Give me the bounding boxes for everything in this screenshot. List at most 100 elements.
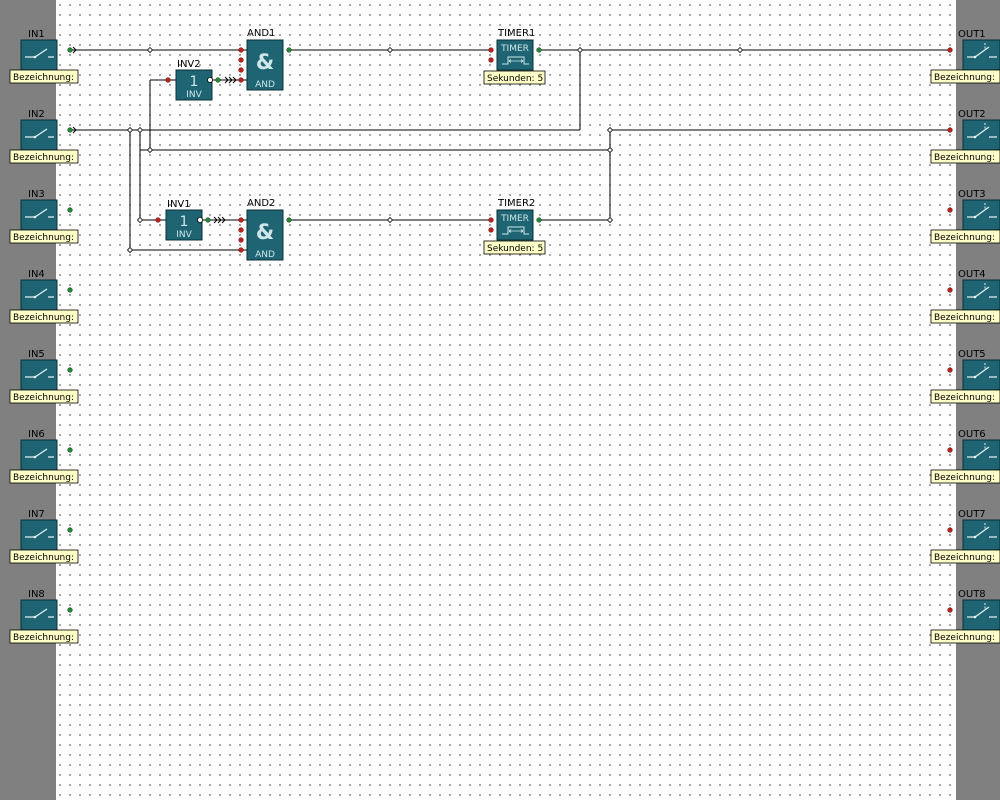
output-relay-block[interactable] (962, 199, 1000, 231)
output-relay-block[interactable] (962, 439, 1000, 471)
input-pin[interactable] (238, 47, 244, 53)
and-gate-body[interactable] (246, 209, 284, 261)
input-pin[interactable] (238, 227, 244, 233)
wire-layer (72, 46, 952, 254)
input-pin[interactable] (488, 57, 494, 63)
io-caption-box[interactable] (930, 469, 1000, 484)
io-caption-box[interactable] (9, 309, 79, 324)
input-pin[interactable] (155, 217, 161, 223)
block-type: AND (255, 250, 275, 260)
input-pin[interactable] (947, 607, 953, 613)
input-pin[interactable] (165, 77, 171, 83)
and-block-and2[interactable]: AND2&AND (238, 198, 292, 261)
io-caption-box[interactable] (930, 229, 1000, 244)
output-relay-block[interactable] (962, 599, 1000, 631)
output-pin[interactable] (205, 217, 211, 223)
io-caption-box[interactable] (930, 149, 1000, 164)
input-pin[interactable] (947, 287, 953, 293)
output-pin[interactable] (215, 77, 221, 83)
io-caption-box[interactable] (9, 69, 79, 84)
input-pin[interactable] (238, 217, 244, 223)
output-pin[interactable] (67, 367, 73, 373)
output-pin[interactable] (67, 127, 73, 133)
output-pin[interactable] (67, 527, 73, 533)
input-pin[interactable] (947, 447, 953, 453)
input-pin[interactable] (238, 237, 244, 243)
output-relay-block[interactable] (962, 519, 1000, 551)
output-relay-block[interactable] (962, 359, 1000, 391)
io-caption-box[interactable] (930, 629, 1000, 644)
input-pin[interactable] (238, 247, 244, 253)
timer-body[interactable] (496, 39, 534, 71)
timer-param-box[interactable] (483, 70, 546, 85)
io-caption-box[interactable] (9, 469, 79, 484)
signal-arrow (221, 216, 226, 224)
timer-body[interactable] (496, 209, 534, 241)
input-pin[interactable] (947, 207, 953, 213)
input-pin[interactable] (238, 77, 244, 83)
output-relay-block[interactable] (962, 279, 1000, 311)
output-pin[interactable] (286, 47, 292, 53)
input-pin[interactable] (488, 217, 494, 223)
circuit-canvas[interactable] (56, 0, 956, 800)
output-relay-block[interactable] (962, 39, 1000, 71)
relay-icon (967, 43, 997, 59)
input-pin[interactable] (488, 227, 494, 233)
io-caption-box[interactable] (9, 629, 79, 644)
io-caption-box[interactable] (9, 229, 79, 244)
io-caption-box[interactable] (930, 69, 1000, 84)
io-caption-box[interactable] (9, 149, 79, 164)
output-pin[interactable] (67, 47, 73, 53)
input-pin[interactable] (238, 67, 244, 73)
io-caption-box[interactable] (9, 549, 79, 564)
input-pin[interactable] (947, 127, 953, 133)
input-pin[interactable] (947, 47, 953, 53)
and-block-and1[interactable]: AND1&AND (238, 28, 292, 91)
timer-param-box[interactable] (483, 240, 546, 255)
inverter-body[interactable] (165, 209, 203, 241)
output-pin[interactable] (536, 217, 542, 223)
block-name: INV1 (167, 199, 191, 210)
output-pin[interactable] (286, 217, 292, 223)
io-caption-box[interactable] (930, 309, 1000, 324)
input-pin[interactable] (947, 527, 953, 533)
io-caption-box[interactable] (930, 549, 1000, 564)
io-caption-box[interactable] (9, 389, 79, 404)
output-pin[interactable] (67, 287, 73, 293)
input-pin[interactable] (488, 47, 494, 53)
output-relay-block[interactable] (962, 119, 1000, 151)
input-switch-block[interactable] (20, 119, 58, 151)
output-pin[interactable] (67, 607, 73, 613)
inverter-body[interactable] (175, 69, 213, 101)
output-pin[interactable] (67, 447, 73, 453)
input-pin[interactable] (238, 57, 244, 63)
output-pin[interactable] (536, 47, 542, 53)
output-pin[interactable] (67, 207, 73, 213)
io-caption-box[interactable] (930, 389, 1000, 404)
input-pin[interactable] (947, 367, 953, 373)
and-gate-body[interactable] (246, 39, 284, 91)
